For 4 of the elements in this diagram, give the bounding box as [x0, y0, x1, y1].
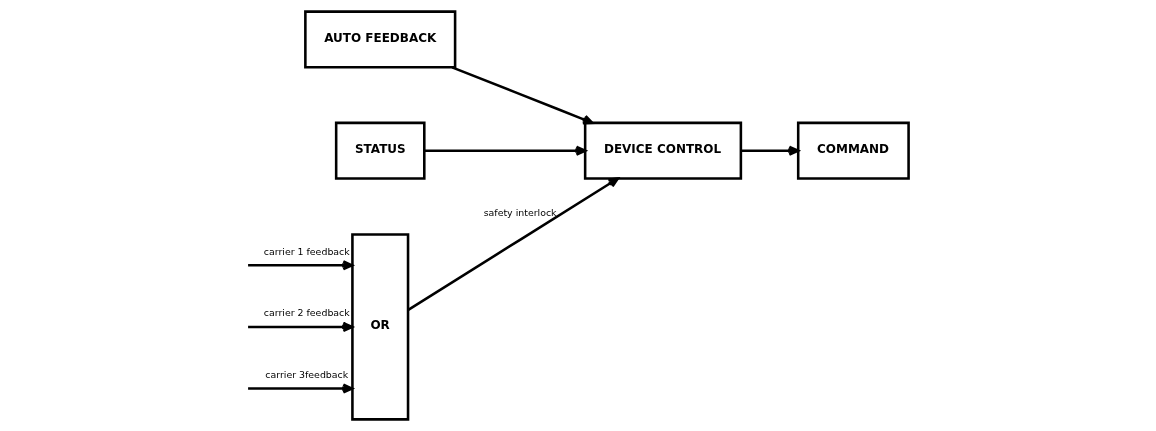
edge-label: carrier 2 feedback: [263, 307, 350, 319]
edge-label: carrier 3feedback: [265, 368, 349, 380]
edge-label: safety interlock: [483, 206, 557, 218]
edge-label: carrier 1 feedback: [263, 245, 350, 257]
